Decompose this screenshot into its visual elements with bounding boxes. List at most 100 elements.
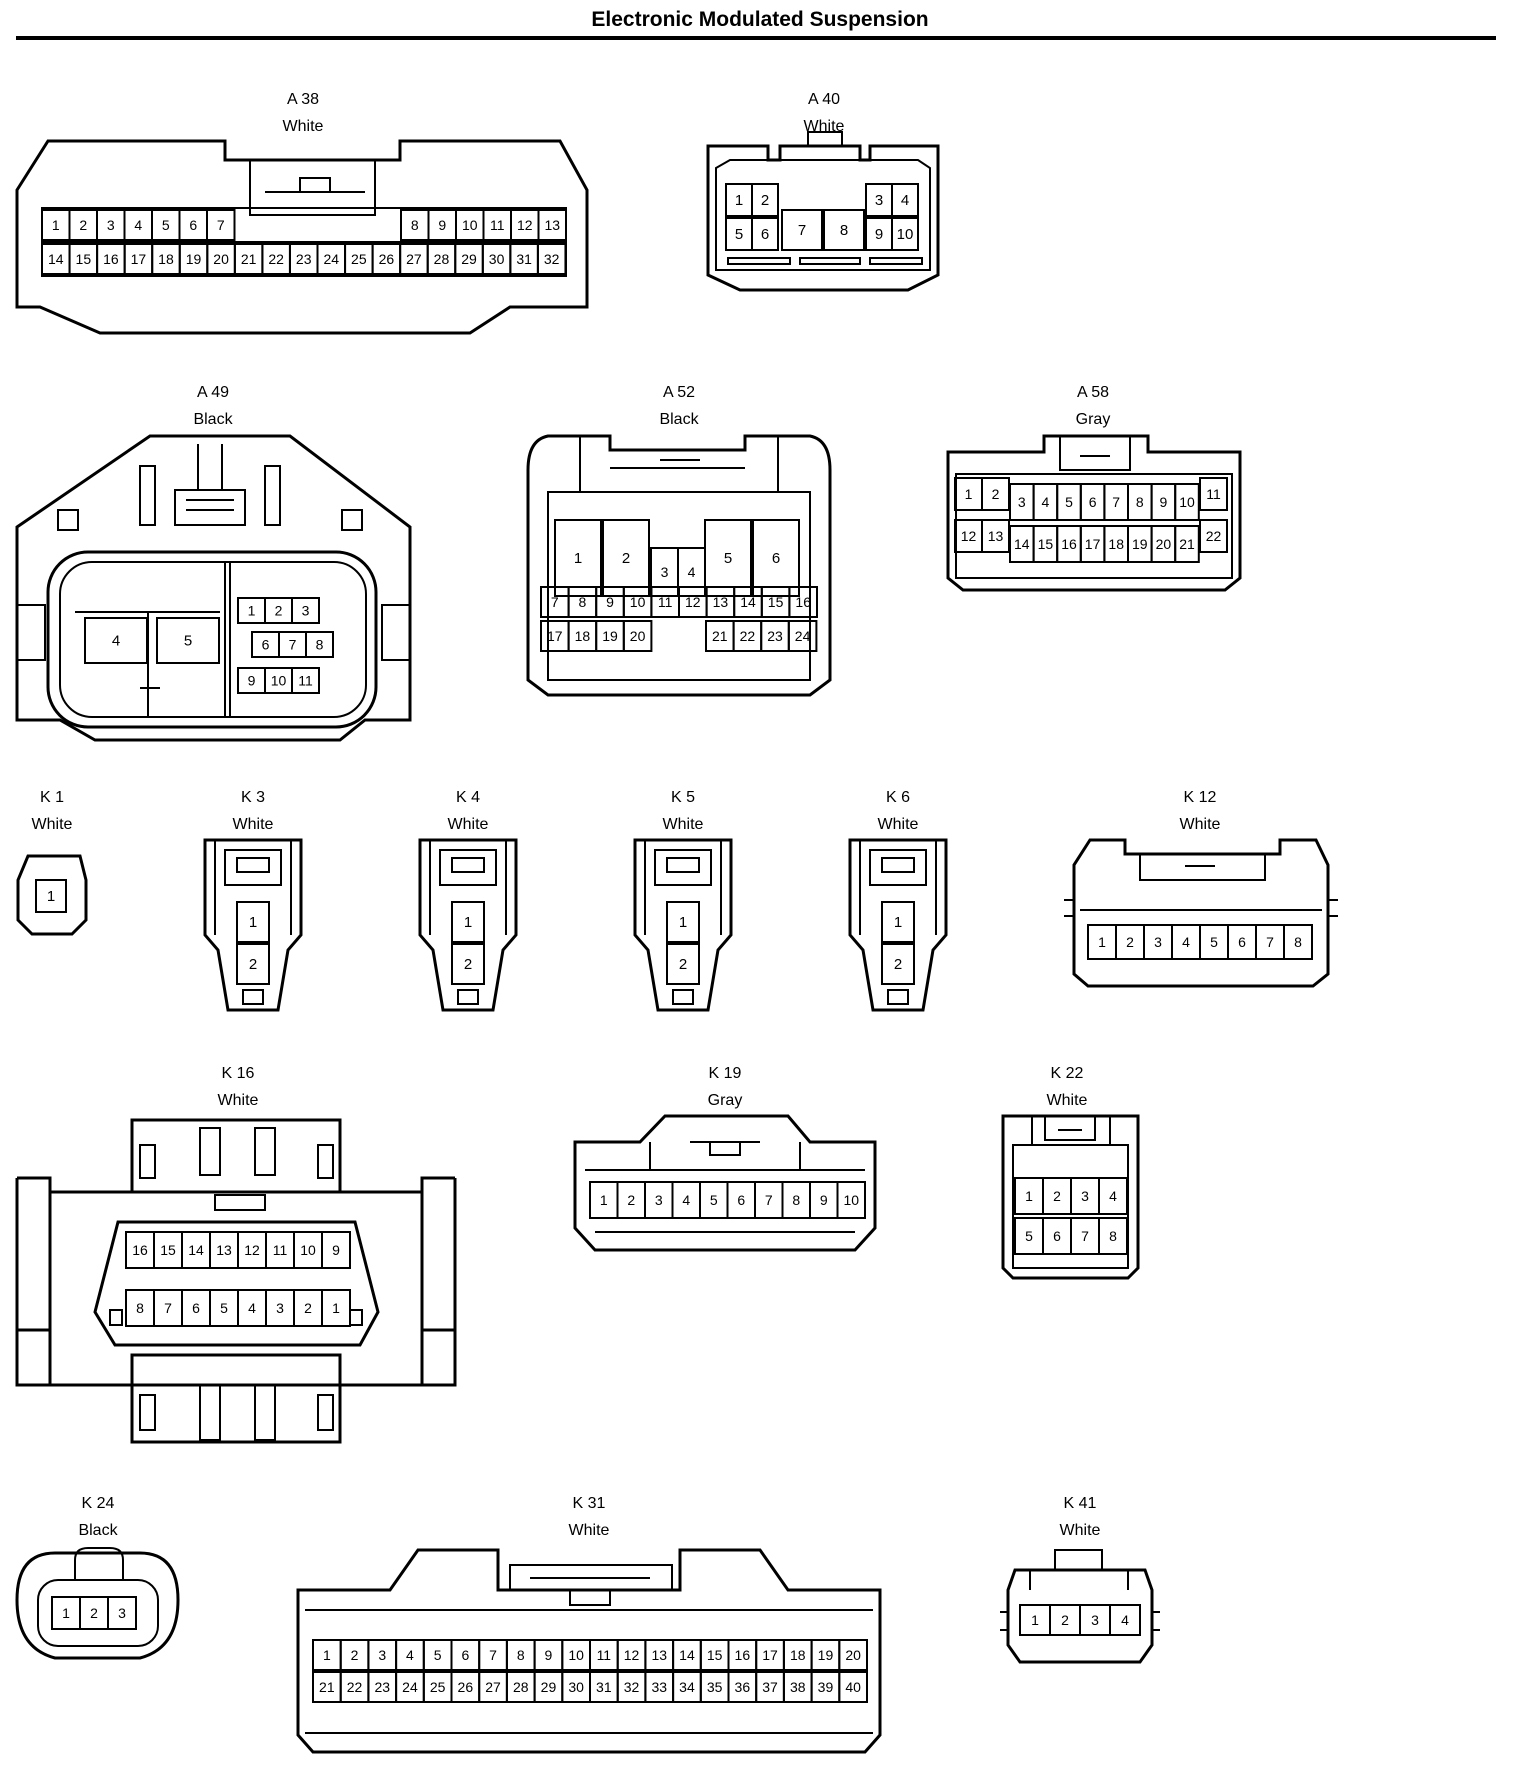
- connector-k6-pin-label: 1: [894, 914, 902, 931]
- connector-k31-pin-20: [838, 1639, 868, 1671]
- connector-k31-pin-label: 16: [735, 1647, 751, 1663]
- connector-k12-housing: [1072, 838, 1330, 988]
- connector-a49-pin-3: [291, 597, 320, 624]
- connector-a58-pin-label: 19: [1132, 536, 1148, 552]
- connector-a58-pin-label: 6: [1089, 494, 1097, 510]
- connector-a40-pin-label: 5: [735, 226, 743, 243]
- connector-a38-pin-13: [537, 209, 567, 241]
- connector-a49-housing: [15, 434, 412, 742]
- connector-a58-pin-label: 14: [1014, 536, 1030, 552]
- connector-k16-pin-label: 11: [273, 1242, 288, 1258]
- connector-a58-pin-11: [1199, 477, 1228, 511]
- connector-a58-pin-label: 5: [1065, 494, 1073, 510]
- connector-k19-pin-10: [836, 1181, 866, 1219]
- connector-a52-pin-24: [787, 620, 818, 652]
- connector-a58-pin-10: [1174, 483, 1200, 521]
- connector-a40-pin-10: [891, 217, 919, 251]
- connector-k12-pin-8: [1283, 924, 1313, 960]
- connector-k3-pin-2: [236, 943, 270, 985]
- connector-k12-pin-label: 4: [1182, 934, 1190, 950]
- connector-k31-pin-label: 36: [735, 1679, 751, 1695]
- connector-a38-pin-label: 10: [462, 217, 478, 233]
- connector-k12-latch: [1064, 854, 1338, 917]
- connector-k16-top-block: [130, 1118, 342, 1194]
- connector-k19-latch: [585, 1141, 865, 1233]
- connector-k16-pin-label: 9: [332, 1242, 340, 1258]
- connector-k31-pin-label: 20: [845, 1647, 861, 1663]
- connector-k12-pin-label: 8: [1294, 934, 1302, 950]
- connector-a40-pin-6: [751, 217, 779, 251]
- connector-a38-pin-label: 26: [379, 251, 395, 267]
- connector-k31-pin-label: 4: [406, 1647, 414, 1663]
- connector-k6-latch: [859, 840, 937, 935]
- connector-a52-pin-label: 10: [630, 594, 646, 610]
- connector-a49-pin-label: 4: [112, 633, 120, 650]
- connector-k1: K 1 White 1: [16, 789, 88, 936]
- connector-a38-pin-label: 7: [217, 217, 225, 233]
- connector-a52-color: Black: [659, 411, 699, 428]
- connector-a40-keys: [727, 257, 923, 265]
- connector-k24-latch: [74, 1547, 124, 1580]
- connector-k6-pin-label: 2: [894, 956, 902, 973]
- connector-k1-name: K 1: [40, 789, 64, 806]
- connector-a49-pin-label: 9: [248, 673, 256, 689]
- connector-a38-pin-label: 8: [411, 217, 419, 233]
- connector-k31-pin-label: 15: [707, 1647, 723, 1663]
- connector-a58-pin-label: 3: [1018, 494, 1026, 510]
- connector-a52-latch: [547, 436, 811, 681]
- connector-k31-pin-label: 35: [707, 1679, 723, 1695]
- connector-k5-pin-2: [666, 943, 700, 985]
- connector-a49-pin-8: [305, 631, 334, 658]
- connector-a52-pin-label: 21: [712, 628, 728, 644]
- connector-a58-pin-label: 1: [965, 486, 973, 502]
- connector-k31-pin-label: 38: [790, 1679, 806, 1695]
- connector-a52-pin-16: [788, 586, 819, 618]
- connector-k31-pin-label: 8: [517, 1647, 525, 1663]
- connector-a40-pin-label: 6: [761, 226, 769, 243]
- connector-k4-key: [457, 989, 479, 1005]
- connector-k31-pin-label: 28: [513, 1679, 529, 1695]
- connector-a49-pin-4: [84, 617, 148, 664]
- connector-k41-color: White: [1060, 1522, 1101, 1539]
- connector-a38-pin-label: 24: [323, 251, 339, 267]
- connector-a58-pin-label: 18: [1108, 536, 1124, 552]
- connector-k19-pin-label: 6: [737, 1192, 745, 1208]
- connector-a38-pin-label: 25: [351, 251, 367, 267]
- connector-k12-pin-label: 5: [1210, 934, 1218, 950]
- connector-k41-pin-label: 3: [1091, 1612, 1099, 1628]
- connector-a38-housing: [15, 139, 589, 335]
- connector-k31-pin-label: 33: [651, 1679, 667, 1695]
- connector-a38-pin-label: 31: [516, 251, 532, 267]
- connector-k22-latch: [1012, 1116, 1129, 1269]
- connector-k3-key: [242, 989, 264, 1005]
- connector-k16-side-wings: [15, 1176, 457, 1387]
- connector-k16-pin-label: 13: [216, 1242, 232, 1258]
- connector-a49-pin-label: 6: [262, 637, 270, 653]
- connector-a58-pin-label: 15: [1038, 536, 1054, 552]
- connector-a38-pin-label: 15: [76, 251, 92, 267]
- connector-a58-color: Gray: [1076, 411, 1111, 428]
- connector-k41-name: K 41: [1064, 1495, 1097, 1512]
- connector-k22-pin-label: 6: [1053, 1228, 1061, 1244]
- connector-k19-pin-label: 1: [600, 1192, 608, 1208]
- connector-k22-pin-label: 2: [1053, 1188, 1061, 1204]
- connector-k24-housing: [15, 1551, 180, 1660]
- connector-k24-pin-label: 2: [90, 1605, 98, 1621]
- connector-a40-pin-label: 7: [798, 222, 806, 239]
- connector-k3-name: K 3: [241, 789, 265, 806]
- connector-k16-pin-label: 5: [220, 1300, 228, 1316]
- connector-k31-pin-label: 7: [489, 1647, 497, 1663]
- connector-a40-pin-label: 3: [875, 192, 883, 209]
- connector-a52-pin-label: 16: [795, 594, 811, 610]
- connector-a52-pin-label: 7: [551, 594, 559, 610]
